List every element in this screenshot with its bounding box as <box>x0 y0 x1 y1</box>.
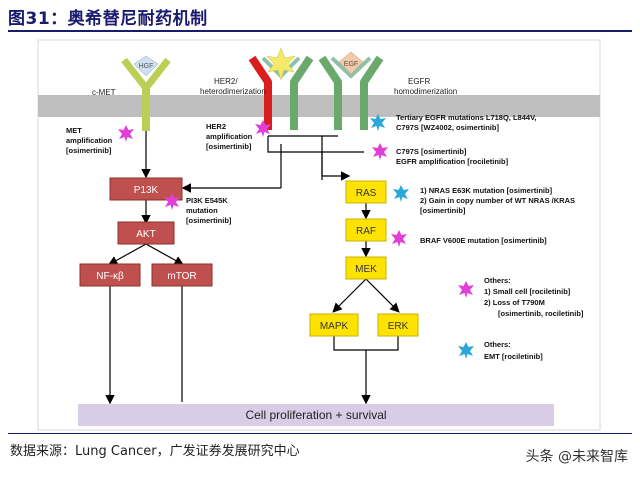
source-note: 数据来源：Lung Cancer，广发证券发展研究中心 <box>10 444 300 459</box>
c-met-receptor: HGF c-MET <box>92 55 171 131</box>
cyan-star-icon <box>370 114 386 131</box>
egf-label: EGF <box>344 61 358 68</box>
egfr-homodimer: EGF EGFR homodimerization <box>318 51 457 130</box>
footer-divider <box>8 433 632 434</box>
magenta-star-icon <box>458 281 474 298</box>
cell-membrane <box>38 95 600 117</box>
raf-box: RAF <box>345 218 387 242</box>
mtor-label: mTOR <box>167 271 196 282</box>
met-amp-line-2: amplification <box>66 136 113 145</box>
egf-ligand <box>338 51 364 75</box>
magenta-star-icon <box>118 125 134 142</box>
title-divider <box>8 30 632 32</box>
nfkb-box: NF-κβ <box>79 263 141 287</box>
her2-amp-line-1: HER2 <box>206 122 226 131</box>
mek-box: MEK <box>345 256 387 280</box>
pi3k-mut-line-3: [osimertinib] <box>186 216 232 225</box>
mtor-box: mTOR <box>151 263 213 287</box>
erk-label: ERK <box>388 321 409 332</box>
watermark: 头条 @未来智库 <box>525 449 628 465</box>
raf-label: RAF <box>356 226 376 237</box>
pi3k-box: P13K <box>109 177 183 201</box>
her2-amp-line-2: amplification <box>206 132 253 141</box>
met-amp-line-3: [osimertinib] <box>66 146 112 155</box>
others1-line-1: Others: <box>484 276 511 285</box>
others2-line-1: Others: <box>484 340 511 349</box>
magenta-star-icon <box>164 193 180 210</box>
pi3k-mut-line-1: PI3K E545K <box>186 196 228 205</box>
egfr-label-2: homodimerization <box>394 87 457 96</box>
mek-label: MEK <box>355 264 377 275</box>
nfkb-label: NF-κβ <box>96 271 124 282</box>
ras-label: RAS <box>356 188 377 199</box>
cyan-star-icon <box>458 342 474 359</box>
c797s-line-2: EGFR amplification [rociletinib] <box>396 157 509 166</box>
pathway-arrows <box>105 131 400 405</box>
her2-amp-line-3: [osimertinib] <box>206 142 252 151</box>
outcome-label: Cell proliferation + survival <box>245 408 386 422</box>
akt-label: AKT <box>136 229 155 240</box>
pi3k-label: P13K <box>134 185 159 196</box>
tertiary-line-2: C797S [WZ4002, osimertinib] <box>396 123 499 132</box>
magenta-star-icon <box>391 230 407 247</box>
nras-line-2: 2) Gain in copy number of WT NRAS /KRAS <box>420 196 575 205</box>
erk-box: ERK <box>377 313 419 337</box>
others2-line-2: EMT [rociletinib] <box>484 352 543 361</box>
outcome-bar: Cell proliferation + survival <box>78 404 554 426</box>
tertiary-line-1: Tertiary EGFR mutations L718Q, L844V, <box>396 113 536 122</box>
magenta-star-icon <box>372 143 388 160</box>
her2-label-1: HER2/ <box>214 77 238 86</box>
pi3k-mut-line-2: mutation <box>186 206 218 215</box>
her2-label-2: heterodimerization <box>200 87 266 96</box>
others1-line-2: 1) Small cell [rociletinib] <box>484 287 571 296</box>
her2-ligand-star <box>266 47 296 81</box>
cyan-star-icon <box>393 185 409 202</box>
mapk-label: MAPK <box>320 321 349 332</box>
hgf-label: HGF <box>139 63 154 70</box>
met-amp-line-1: MET <box>66 126 82 135</box>
c-met-label: c-MET <box>92 88 116 97</box>
others1-line-4: [osimertinib, rociletinib] <box>498 309 584 318</box>
nras-line-3: [osimertinib] <box>420 206 466 215</box>
akt-box: AKT <box>117 221 175 245</box>
egfr-label-1: EGFR <box>408 77 430 86</box>
hgf-ligand <box>133 55 159 77</box>
figure-title: 图31：奥希替尼耐药机制 <box>8 9 208 29</box>
others1-line-3: 2) Loss of T790M <box>484 298 545 307</box>
nras-line-1: 1) NRAS E63K mutation [osimertinib] <box>420 186 553 195</box>
magenta-star-icon <box>255 120 271 137</box>
ras-box: RAS <box>345 180 387 204</box>
c797s-line-1: C797S [osimertinib] <box>396 147 467 156</box>
braf-line-1: BRAF V600E mutation [osimertinib] <box>420 236 547 245</box>
mapk-box: MAPK <box>309 313 359 337</box>
her2-heterodimer: HER2/ heterodimerization <box>200 47 314 130</box>
